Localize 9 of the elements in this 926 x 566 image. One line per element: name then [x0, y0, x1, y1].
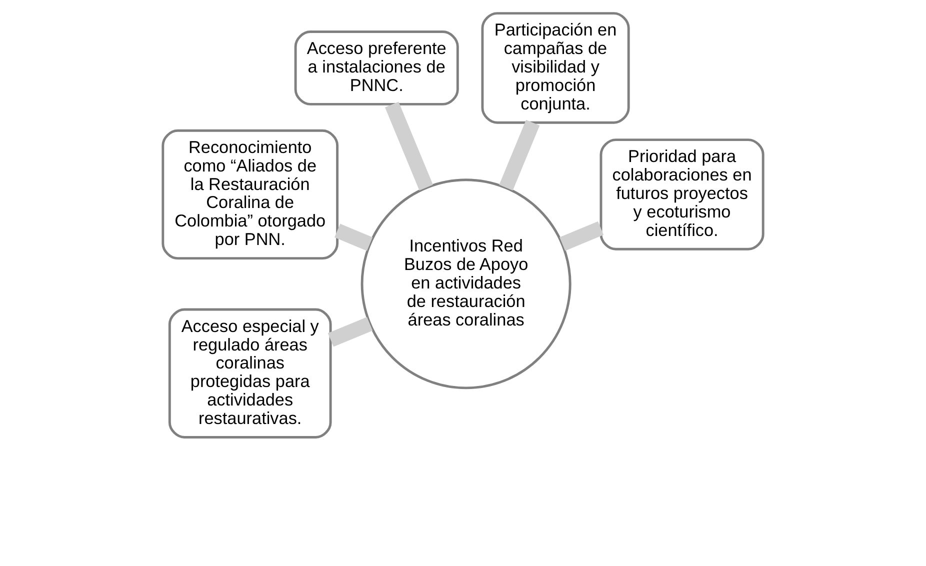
connector [328, 317, 373, 347]
node-circle: Incentivos Red Buzos de Apoyo en actividades de restauración áreas coralinas [360, 178, 572, 390]
node-box: Acceso preferente a instalaciones de PNNC. [294, 30, 459, 106]
node-box: Participación en campañas de visibilidad y promoción conjunta. [481, 12, 630, 124]
node-box: Prioridad para colaboraciones en futuros proyectos y ecoturismo científico. [600, 138, 764, 250]
node-box: Reconocimiento como “Aliados de la Restauración Coralina de Colombia” otorgado por PNN. [162, 129, 339, 260]
connector [499, 120, 540, 190]
node-box: Acceso especial y regulado áreas coralinas protegidas para actividades restaurativas. [168, 308, 332, 438]
connector [385, 102, 433, 190]
